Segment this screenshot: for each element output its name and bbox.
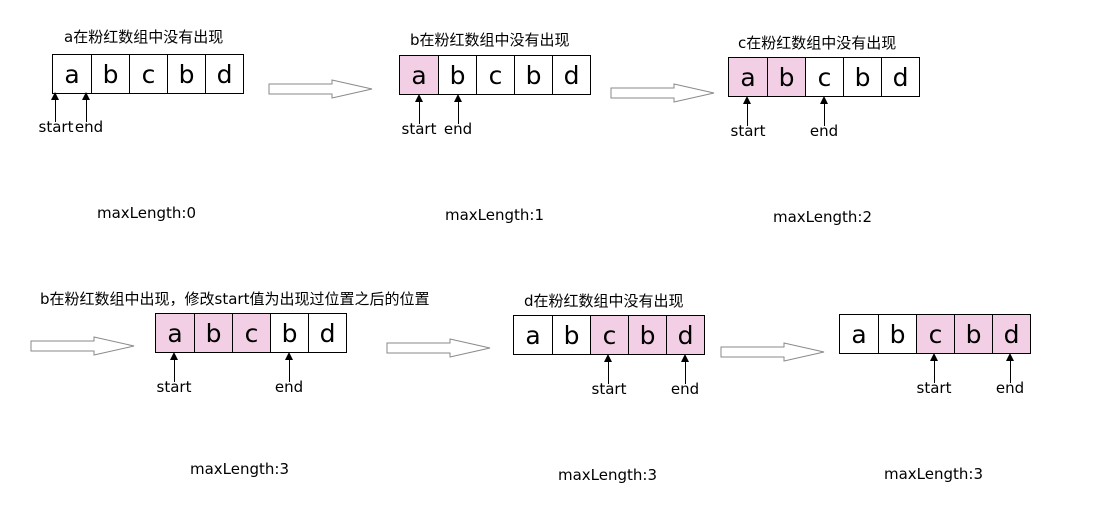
max-length-value: maxLength:1 xyxy=(445,206,545,224)
array-cell: b xyxy=(552,316,590,354)
array-cell: c xyxy=(590,316,628,354)
end-label: end xyxy=(74,118,104,136)
array-cells: a b c b d xyxy=(155,313,347,353)
array-cells: a b c b d xyxy=(513,315,705,355)
array-cell: a xyxy=(525,320,541,350)
array-cell: b xyxy=(954,315,992,353)
step-caption: b在粉红数组中出现，修改start值为出现过位置之后的位置 xyxy=(40,290,430,308)
array-cell: d xyxy=(992,315,1030,353)
transition-arrow-icon xyxy=(386,338,491,358)
array-cell: b xyxy=(270,314,308,352)
end-label: end xyxy=(274,378,304,396)
start-label: start xyxy=(156,378,192,396)
array-cell: d xyxy=(205,55,243,93)
array-cell: b xyxy=(878,315,916,353)
array-cell: b xyxy=(438,56,476,94)
end-label: end xyxy=(995,379,1025,397)
array-cell: c xyxy=(232,314,270,352)
end-label: end xyxy=(670,380,700,398)
end-label: end xyxy=(443,120,473,138)
array-cell: b xyxy=(91,55,129,93)
step-caption: a在粉红数组中没有出现 xyxy=(64,28,224,46)
step-caption: d在粉红数组中没有出现 xyxy=(524,292,684,310)
array-cell: b xyxy=(167,55,205,93)
start-label: start xyxy=(916,379,952,397)
start-label: start xyxy=(401,120,437,138)
array-cell: c xyxy=(805,58,843,96)
array-cells: a b c b d xyxy=(728,57,920,97)
array-cell: a xyxy=(729,58,767,96)
max-length-value: maxLength:0 xyxy=(97,204,197,222)
array-cell: b xyxy=(843,58,881,96)
start-label: start xyxy=(38,118,74,136)
array-cell: c xyxy=(476,56,514,94)
array-cell: b xyxy=(767,58,805,96)
array-cell: b xyxy=(194,314,232,352)
start-label: start xyxy=(591,380,627,398)
step-caption: b在粉红数组中没有出现 xyxy=(410,31,570,49)
array-cell: a xyxy=(64,59,80,89)
start-label: start xyxy=(730,122,766,140)
array-cell: b xyxy=(514,56,552,94)
array-cell: d xyxy=(666,316,704,354)
array-cell: c xyxy=(129,55,167,93)
end-label: end xyxy=(809,122,839,140)
array-cell: d xyxy=(552,56,590,94)
array-cell: d xyxy=(881,58,919,96)
array-cell: a xyxy=(851,319,867,349)
max-length-value: maxLength:3 xyxy=(884,465,984,483)
array-cell: a xyxy=(156,314,194,352)
transition-arrow-icon xyxy=(610,83,715,103)
transition-arrow-icon xyxy=(30,336,135,356)
max-length-value: maxLength:3 xyxy=(558,466,658,484)
array-cell: a xyxy=(400,56,438,94)
transition-arrow-icon xyxy=(268,79,373,99)
array-cell: b xyxy=(628,316,666,354)
max-length-value: maxLength:2 xyxy=(773,208,873,226)
array-cells: a b c b d xyxy=(399,55,591,95)
array-cells: a b c b d xyxy=(839,314,1031,354)
transition-arrow-icon xyxy=(720,342,825,362)
array-cell: d xyxy=(308,314,346,352)
array-cell: c xyxy=(916,315,954,353)
step-caption: c在粉红数组中没有出现 xyxy=(738,34,897,52)
max-length-value: maxLength:3 xyxy=(190,460,290,478)
array-cells: a b c b d xyxy=(52,54,244,94)
